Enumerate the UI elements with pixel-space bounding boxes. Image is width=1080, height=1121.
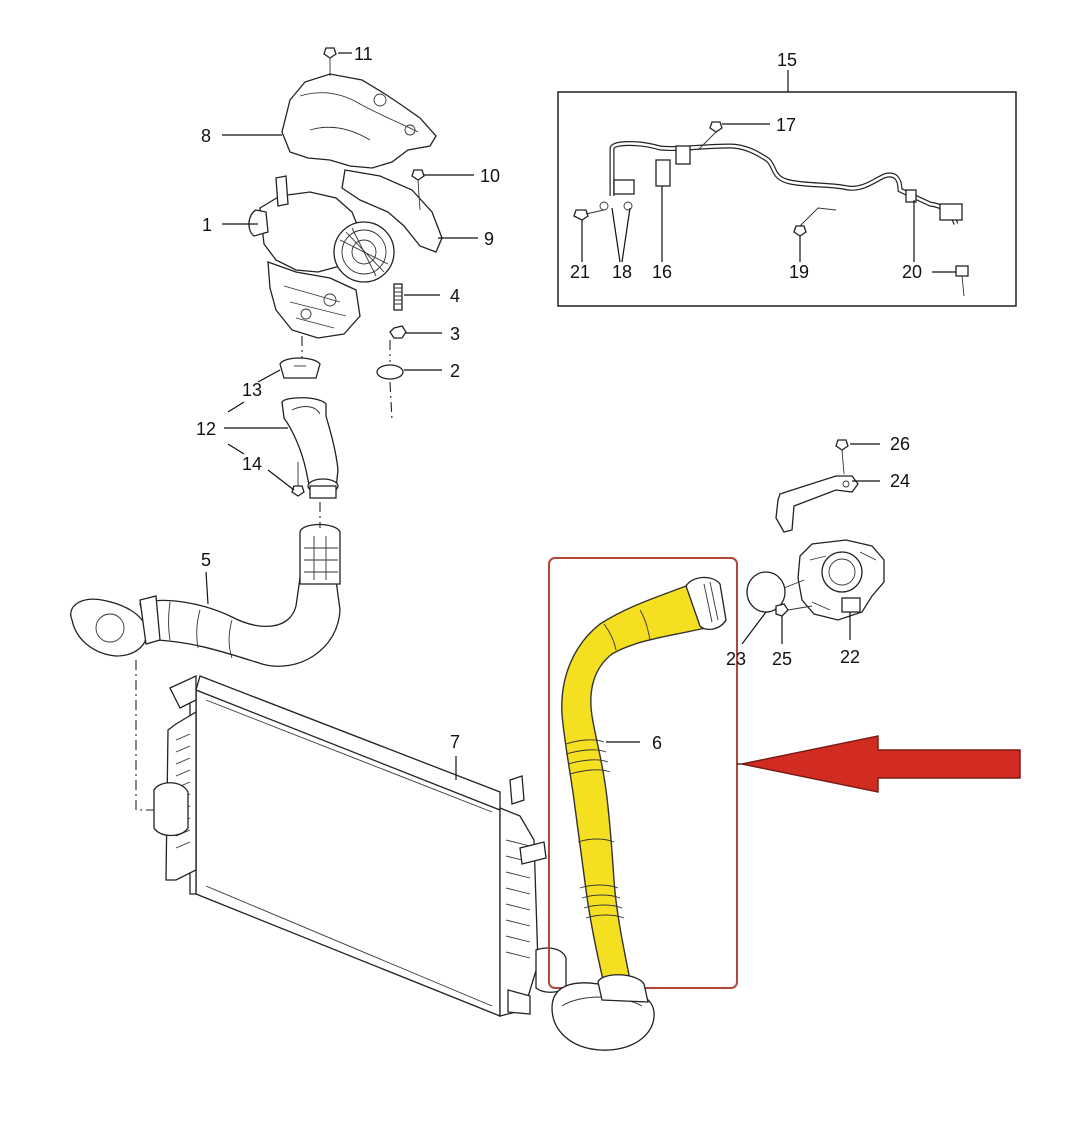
callout-10: 10 [480, 166, 500, 186]
callout-4: 4 [450, 286, 460, 306]
callout-13: 13 [242, 380, 262, 400]
callout-3: 3 [450, 324, 460, 344]
callout-9: 9 [484, 229, 494, 249]
throttle-body-group [741, 439, 885, 645]
callout-12: 12 [196, 419, 216, 439]
callout-14: 14 [242, 454, 262, 474]
callout-7: 7 [450, 732, 460, 752]
hose-5 [139, 577, 341, 667]
turbo-outlet-elbow [281, 397, 339, 491]
charge-air-hose-6-highlighted [548, 557, 738, 1051]
callout-6: 6 [652, 733, 662, 753]
callout-16: 16 [652, 262, 672, 282]
bracket [341, 169, 443, 253]
callout-21: 21 [570, 262, 590, 282]
mounting-bracket [775, 475, 859, 533]
gasket-ring [376, 364, 404, 380]
vacuum-line-box [557, 70, 1017, 307]
callout-26: 26 [890, 434, 910, 454]
callout-20: 20 [902, 262, 922, 282]
hose-6 [561, 581, 719, 985]
intercooler [153, 674, 567, 1017]
clamp [279, 357, 321, 379]
nut [389, 325, 407, 339]
red-arrow-left-icon [737, 735, 1021, 793]
turbo-lower-body [267, 261, 361, 339]
bolt [323, 47, 337, 59]
callout-labels: 11 8 10 1 9 4 3 2 13 12 14 15 17 21 18 1… [196, 44, 922, 753]
callout-1: 1 [202, 215, 212, 235]
turbo-callout-leaders [222, 52, 478, 491]
callout-24: 24 [890, 471, 910, 491]
callout-22: 22 [840, 647, 860, 667]
callout-23: 23 [726, 649, 746, 669]
charge-air-hose-5 [70, 502, 341, 811]
callout-17: 17 [776, 115, 796, 135]
callout-25: 25 [772, 649, 792, 669]
callout-5: 5 [201, 550, 211, 570]
callout-19: 19 [789, 262, 809, 282]
heat-shield [281, 73, 437, 169]
callout-18: 18 [612, 262, 632, 282]
callout-2: 2 [450, 361, 460, 381]
callout-15: 15 [777, 50, 797, 70]
turbocharger-assembly [248, 47, 443, 499]
callout-11: 11 [354, 44, 373, 64]
callout-8: 8 [201, 126, 211, 146]
